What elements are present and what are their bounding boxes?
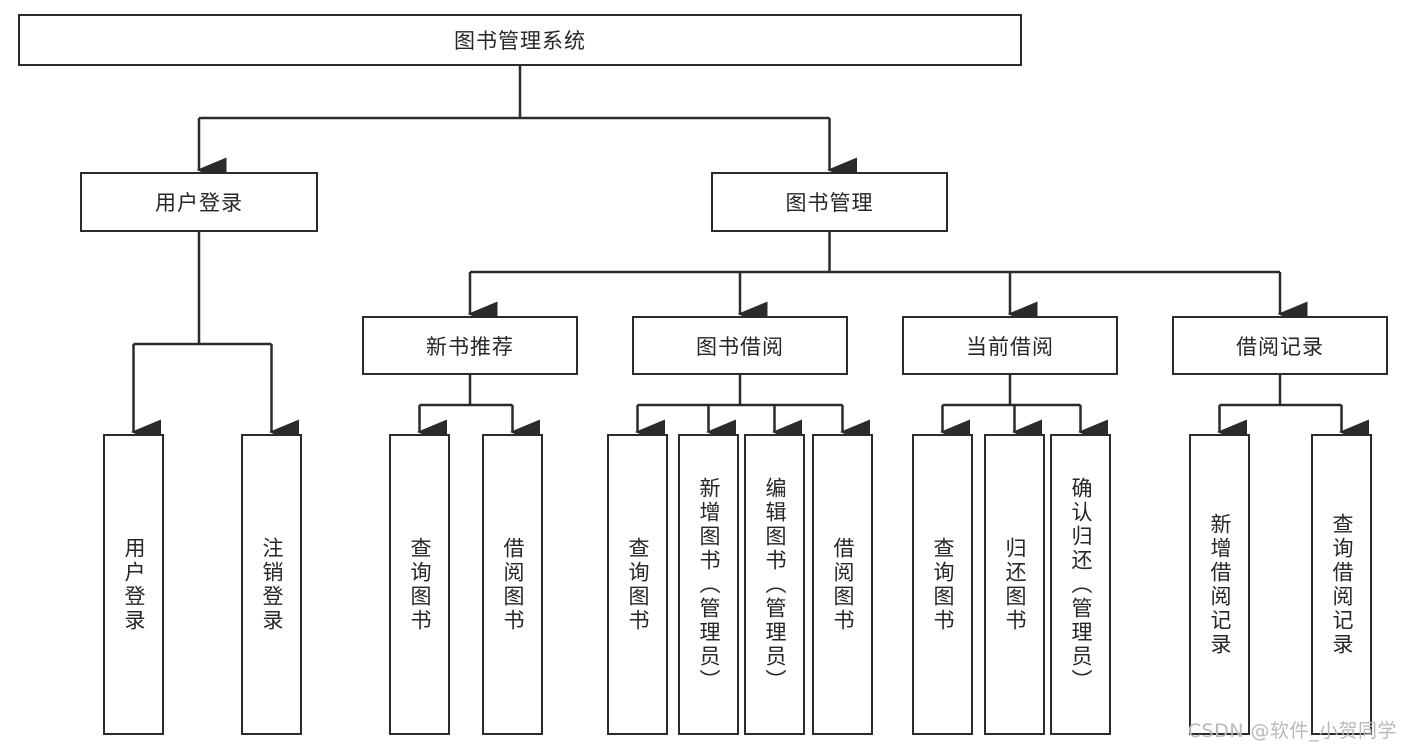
node-leaf-leaf-brw-borrow-book-label: 借阅图书 <box>831 536 855 633</box>
node-l3-borrow-record-label: 借阅记录 <box>1236 334 1324 359</box>
node-root[interactable]: 图书管理系统 <box>18 14 1022 66</box>
node-leaf-leaf-brw-edit-book-label: 编辑图书（管理员） <box>763 476 787 693</box>
node-leaf-leaf-rec-add-record[interactable]: 新增借阅记录 <box>1189 434 1250 735</box>
node-leaf-leaf-rec-add-record-label: 新增借阅记录 <box>1208 512 1232 657</box>
node-leaf-leaf-brw-add-book[interactable]: 新增图书（管理员） <box>678 434 739 735</box>
node-leaf-leaf-user-login-label: 用户登录 <box>122 536 146 633</box>
node-leaf-leaf-cur-query-book-label: 查询图书 <box>931 536 955 633</box>
node-leaf-leaf-brw-add-book-label: 新增图书（管理员） <box>697 476 721 693</box>
node-l3-borrow-record[interactable]: 借阅记录 <box>1172 316 1388 375</box>
watermark-text: CSDN @软件_小贺同学 <box>1187 720 1397 742</box>
node-l3-current-borrow-label: 当前借阅 <box>966 334 1054 359</box>
node-l2-user-login-label: 用户登录 <box>155 191 243 215</box>
node-l2-book-manage-label: 图书管理 <box>785 191 874 215</box>
node-leaf-leaf-rec-query-book-label: 查询图书 <box>408 536 432 633</box>
node-leaf-leaf-cur-query-book[interactable]: 查询图书 <box>912 434 973 735</box>
node-leaf-leaf-rec-query-book[interactable]: 查询图书 <box>389 434 450 735</box>
node-leaf-leaf-brw-borrow-book[interactable]: 借阅图书 <box>812 434 873 735</box>
node-leaf-leaf-brw-query-book-label: 查询图书 <box>626 536 650 633</box>
node-leaf-leaf-cur-confirm-return-label: 确认归还（管理员） <box>1069 476 1093 693</box>
node-leaf-leaf-cur-return-book[interactable]: 归还图书 <box>984 434 1045 735</box>
node-leaf-leaf-brw-query-book[interactable]: 查询图书 <box>607 434 668 735</box>
node-leaf-leaf-rec-query-record-label: 查询借阅记录 <box>1330 512 1354 657</box>
node-l3-book-borrow[interactable]: 图书借阅 <box>632 316 848 375</box>
node-l2-book-manage[interactable]: 图书管理 <box>711 172 948 232</box>
node-leaf-leaf-rec-query-record[interactable]: 查询借阅记录 <box>1311 434 1372 735</box>
node-leaf-leaf-logout[interactable]: 注销登录 <box>241 434 302 735</box>
node-leaf-leaf-cur-return-book-label: 归还图书 <box>1003 536 1027 633</box>
node-root-label: 图书管理系统 <box>454 29 586 53</box>
node-l3-current-borrow[interactable]: 当前借阅 <box>902 316 1118 375</box>
node-leaf-leaf-rec-borrow-book-label: 借阅图书 <box>501 536 525 633</box>
node-l3-new-book-rec[interactable]: 新书推荐 <box>362 316 578 375</box>
node-leaf-leaf-cur-confirm-return[interactable]: 确认归还（管理员） <box>1050 434 1111 735</box>
node-l3-book-borrow-label: 图书借阅 <box>696 334 784 359</box>
node-leaf-leaf-brw-edit-book[interactable]: 编辑图书（管理员） <box>744 434 805 735</box>
node-leaf-leaf-rec-borrow-book[interactable]: 借阅图书 <box>482 434 543 735</box>
node-leaf-leaf-user-login[interactable]: 用户登录 <box>103 434 164 735</box>
node-l2-user-login[interactable]: 用户登录 <box>80 172 318 232</box>
node-leaf-leaf-logout-label: 注销登录 <box>260 536 284 633</box>
node-l3-new-book-rec-label: 新书推荐 <box>426 334 514 359</box>
